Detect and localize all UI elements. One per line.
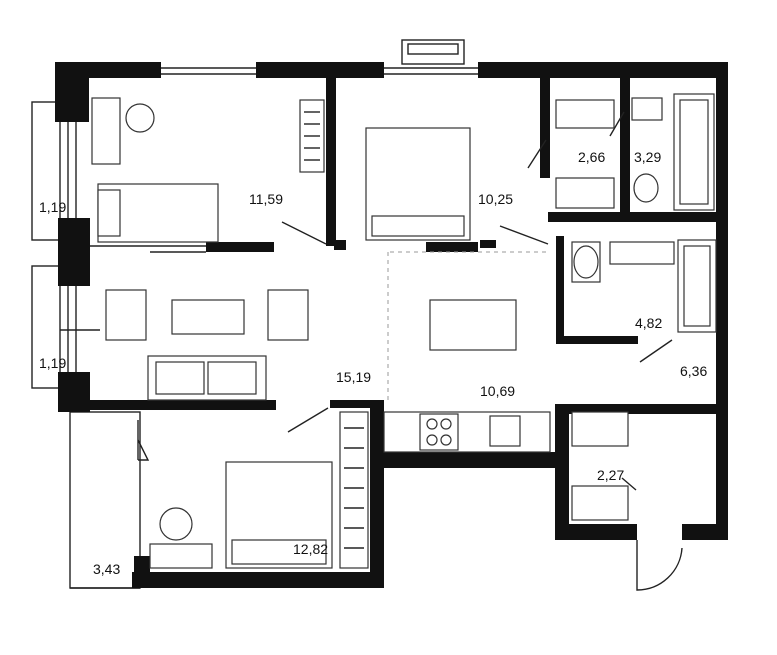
area-label-balcony-1: 1,19 [39,199,66,215]
area-label-hall: 6,36 [680,363,707,379]
area-label-storage: 2,27 [597,467,624,483]
kitchen-furniture [383,299,551,453]
area-label-bath-small: 3,29 [634,149,661,165]
area-label-bedroom-3: 12,82 [293,541,328,557]
area-label-wc: 2,66 [578,149,605,165]
area-label-bedroom-2: 10,25 [478,191,513,207]
area-label-kitchen: 10,69 [480,383,515,399]
zone-dividers [387,251,550,400]
doors [137,111,683,591]
area-label-bedroom-1: 11,59 [249,191,283,207]
area-label-balcony-3: 3,43 [93,561,120,577]
living-room-furniture [105,289,309,401]
area-label-living-room: 15,19 [336,369,371,385]
area-labels: 11,59 10,25 2,66 3,29 4,82 6,36 15,19 10… [39,149,707,577]
storage-shelves [571,411,629,521]
bedroom-2-furniture [365,127,471,241]
area-label-balcony-2: 1,19 [39,355,66,371]
walls [55,62,728,588]
bedroom-1-furniture [91,97,325,243]
area-label-bathroom: 4,82 [635,315,662,331]
sanitary-fixtures [555,93,717,333]
balconies [31,39,465,589]
bedroom-3-furniture [149,411,369,569]
